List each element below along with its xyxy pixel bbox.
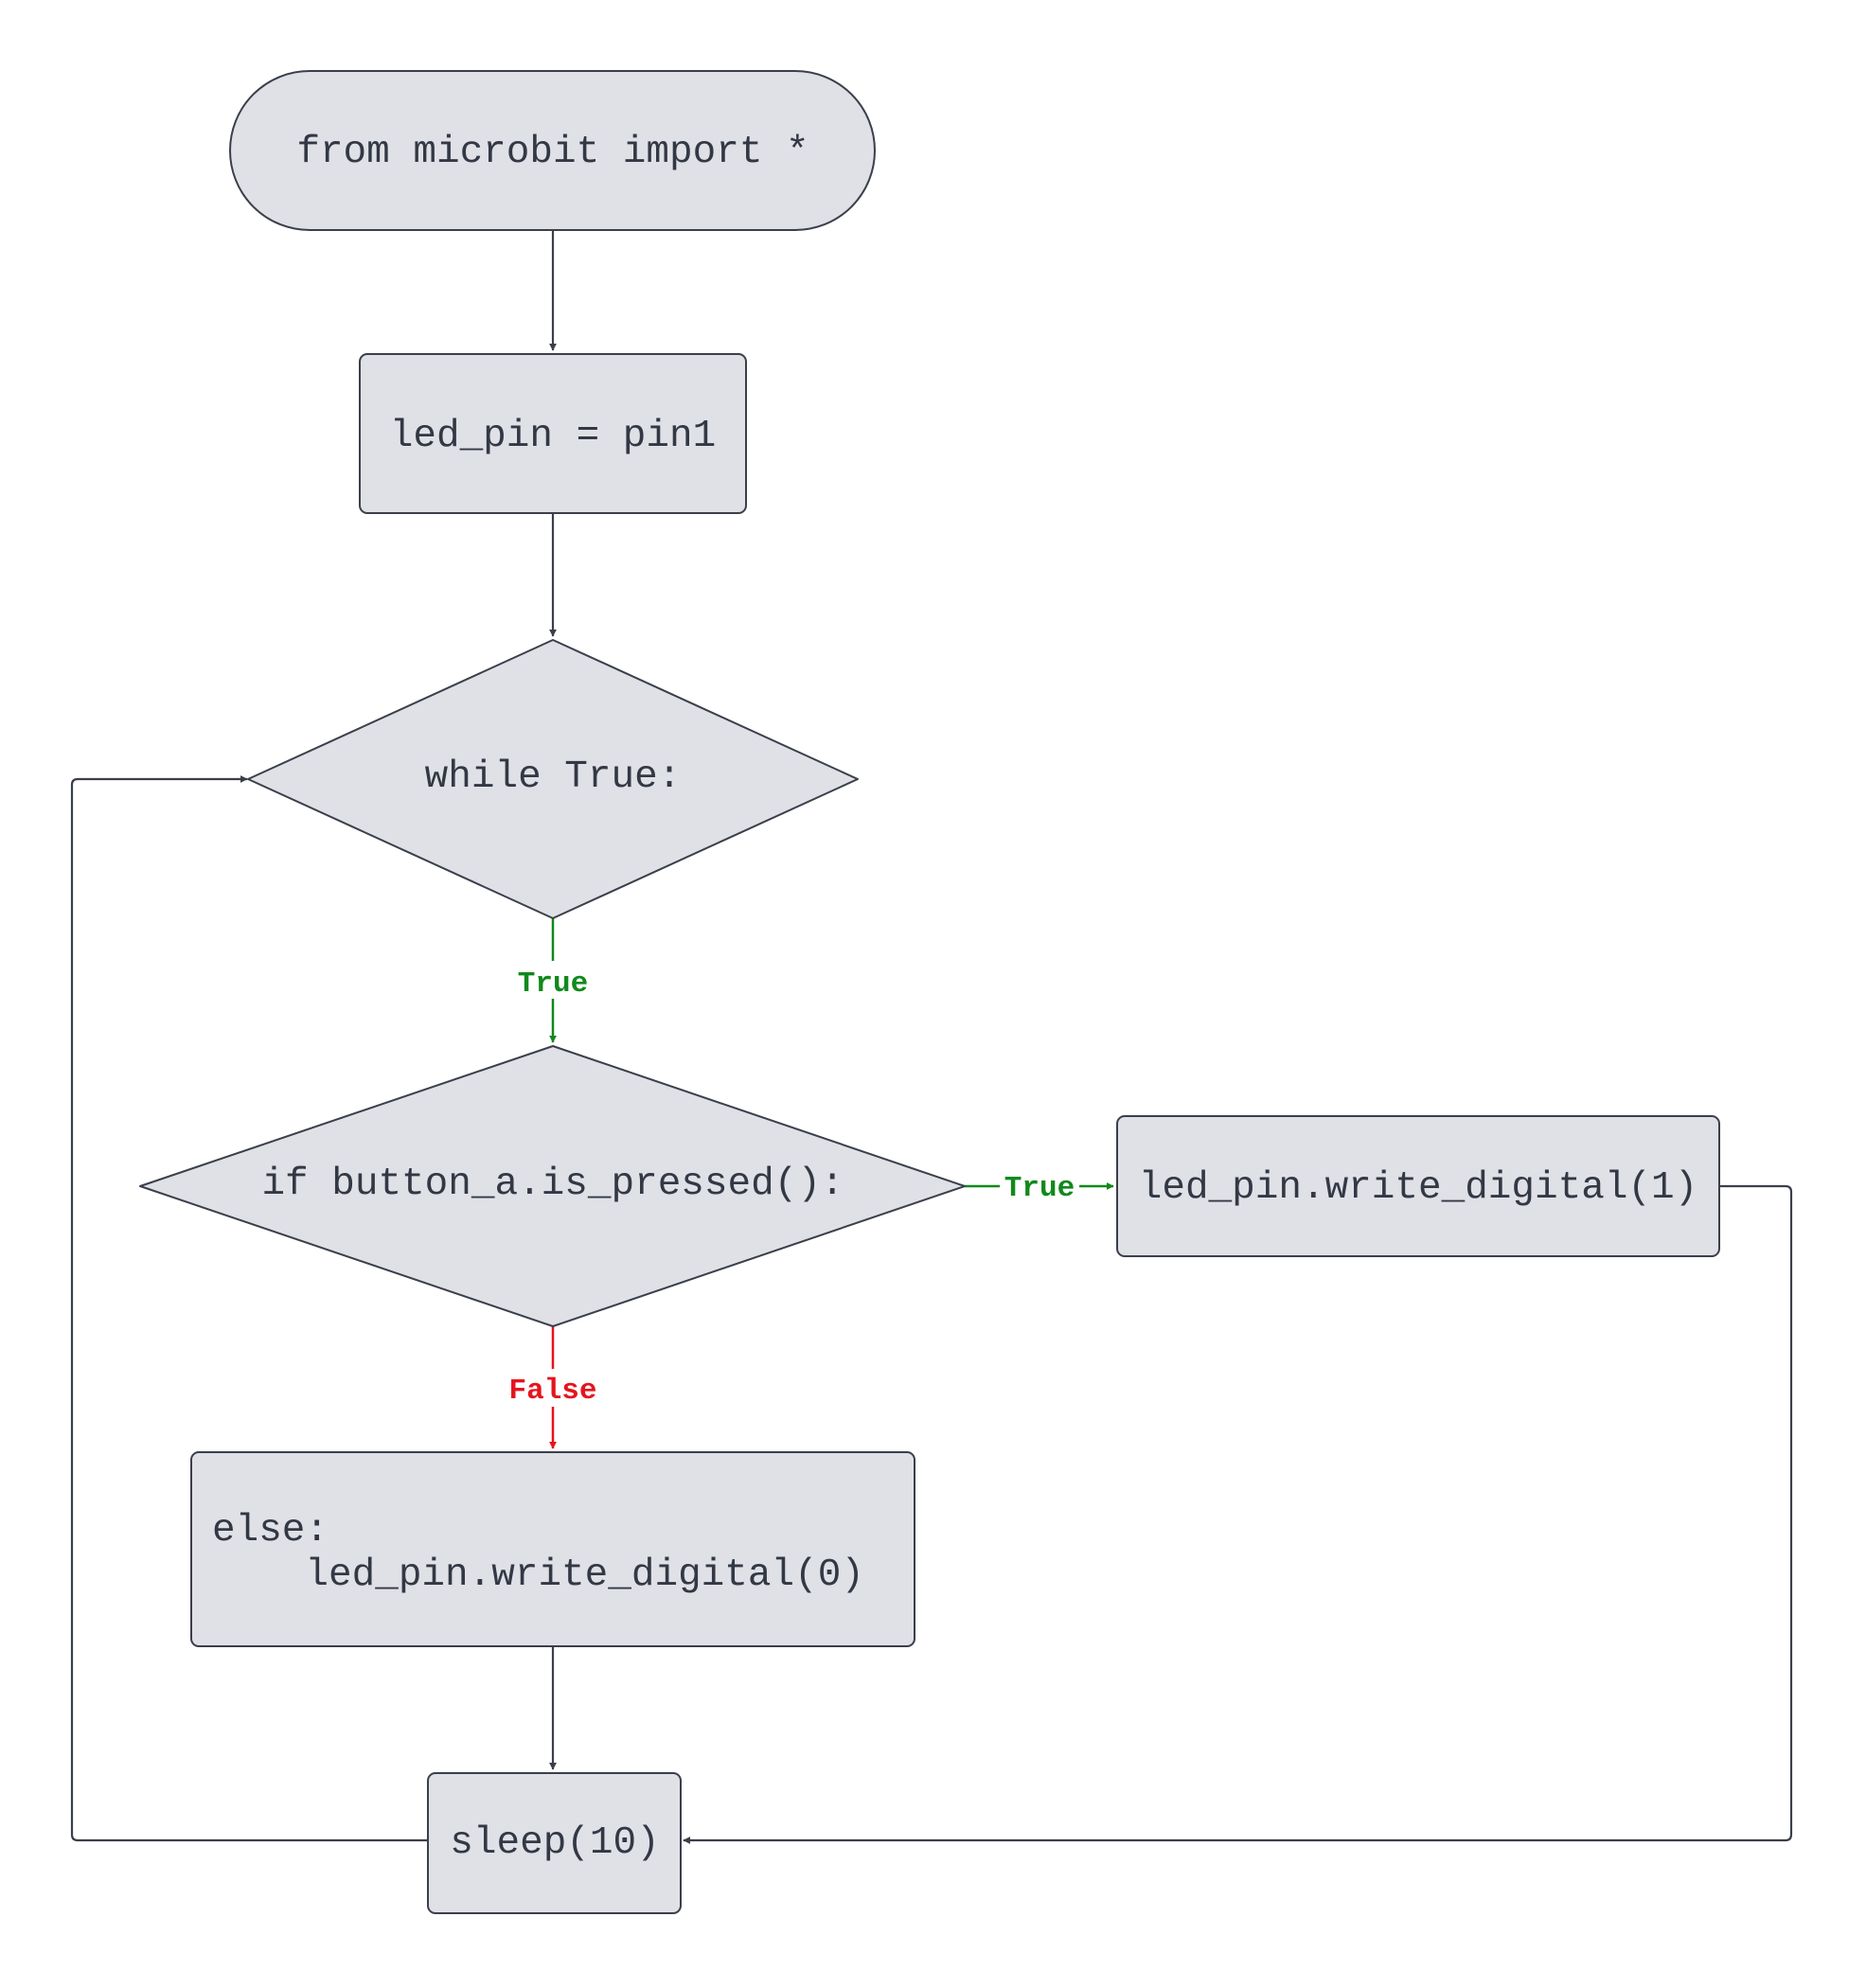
write-high-process bbox=[1116, 1115, 1720, 1257]
sleep-label: sleep(10) bbox=[450, 1821, 659, 1865]
node-while: while True: bbox=[247, 639, 859, 919]
assign-process bbox=[359, 353, 747, 514]
node-sleep: sleep(10) bbox=[427, 1772, 682, 1914]
node-start: from microbit import * bbox=[229, 70, 876, 231]
edge-write-high-to-sleep bbox=[683, 1184, 1793, 1844]
while-decision bbox=[247, 639, 859, 919]
while-label: while True: bbox=[425, 755, 682, 799]
edges: True True False bbox=[70, 230, 1793, 1844]
else-process bbox=[190, 1451, 915, 1647]
node-assign: led_pin = pin1 bbox=[359, 353, 747, 514]
else-label-line2: led_pin.write_digital(0) bbox=[212, 1553, 864, 1597]
sleep-process bbox=[427, 1772, 682, 1914]
edge-sleep-loop-back bbox=[70, 775, 428, 1842]
start-label: from microbit import * bbox=[296, 131, 809, 174]
assign-label: led_pin = pin1 bbox=[390, 415, 716, 458]
else-label-line1: else: bbox=[212, 1509, 329, 1553]
edge-label-if-true: True bbox=[1004, 1172, 1075, 1205]
write-high-label: led_pin.write_digital(1) bbox=[1139, 1166, 1698, 1210]
edge-label-while-true: True bbox=[518, 967, 588, 1001]
if-label: if button_a.is_pressed(): bbox=[261, 1163, 844, 1206]
node-if: if button_a.is_pressed(): bbox=[139, 1045, 966, 1327]
node-else: else: led_pin.write_digital(0) bbox=[190, 1451, 915, 1647]
if-decision bbox=[139, 1045, 966, 1327]
edge-label-if-false: False bbox=[508, 1375, 596, 1408]
start-terminator bbox=[229, 70, 876, 231]
node-write-high: led_pin.write_digital(1) bbox=[1116, 1115, 1720, 1257]
